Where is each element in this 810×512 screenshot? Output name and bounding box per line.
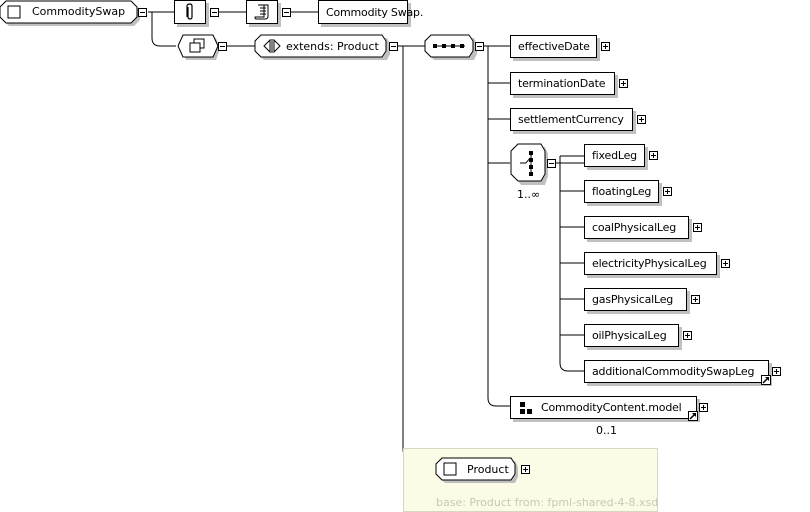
group-ref-commodity-content[interactable]: CommodityContent.model: [510, 396, 697, 419]
element-label: floatingLeg: [592, 185, 652, 198]
expand-toggle[interactable]: [721, 259, 730, 268]
expand-toggle[interactable]: [699, 403, 708, 412]
base-type-info: base: Product from: fpml-shared-4-8.xsd: [436, 496, 659, 509]
expand-toggle[interactable]: [521, 465, 530, 474]
base-type-node[interactable]: [435, 457, 518, 484]
expand-toggle[interactable]: [693, 223, 702, 232]
scroll-icon: [254, 4, 269, 20]
expand-toggle[interactable]: [683, 331, 692, 340]
collapse-toggle[interactable]: [218, 42, 227, 51]
collapse-toggle[interactable]: [547, 159, 556, 168]
element-termination-date[interactable]: terminationDate: [510, 72, 615, 95]
element-gas-physical-leg[interactable]: gasPhysicalLeg: [584, 288, 687, 311]
root-element-label: CommoditySwap: [32, 5, 126, 18]
element-floating-leg[interactable]: floatingLeg: [584, 180, 659, 203]
complex-type-icon: [189, 38, 205, 53]
choice-occurrence: 1..∞: [517, 188, 541, 201]
element-label: effectiveDate: [518, 40, 590, 53]
element-electricity-physical-leg[interactable]: electricityPhysicalLeg: [584, 252, 717, 275]
element-label: fixedLeg: [592, 149, 637, 162]
collapse-toggle[interactable]: [210, 8, 219, 17]
expand-toggle[interactable]: [772, 367, 781, 376]
element-oil-physical-leg[interactable]: oilPhysicalLeg: [584, 324, 679, 347]
collapse-toggle[interactable]: [475, 42, 484, 51]
choice-compositor[interactable]: [510, 143, 548, 186]
element-settlement-currency[interactable]: settlementCurrency: [510, 108, 633, 131]
collapse-toggle[interactable]: [389, 42, 398, 51]
element-label: coalPhysicalLeg: [592, 221, 677, 234]
documentation-text: Commodity Swap.: [326, 5, 424, 19]
root-element-node[interactable]: [0, 0, 140, 27]
group-ref-occurrence: 0..1: [596, 424, 617, 437]
annotation-node[interactable]: [174, 0, 206, 24]
element-label: oilPhysicalLeg: [592, 329, 667, 342]
expand-toggle[interactable]: [601, 42, 610, 51]
reference-arrow-icon: [761, 375, 771, 385]
element-fixed-leg[interactable]: fixedLeg: [584, 144, 645, 167]
sequence-icon: [433, 44, 465, 48]
expand-toggle[interactable]: [619, 79, 628, 88]
element-label: additionalCommoditySwapLeg: [592, 365, 755, 378]
paperclip-icon: [186, 3, 193, 20]
extension-arrows-icon: [263, 38, 281, 54]
group-icon: [520, 401, 532, 414]
documentation-node[interactable]: [246, 0, 278, 24]
element-label: CommodityContent.model: [541, 401, 682, 414]
element-coal-physical-leg[interactable]: coalPhysicalLeg: [584, 216, 689, 239]
element-label: settlementCurrency: [518, 113, 624, 126]
reference-arrow-icon: [688, 411, 698, 421]
choice-icon: [520, 151, 533, 176]
expand-toggle[interactable]: [637, 115, 646, 124]
extension-label: extends: Product: [286, 40, 379, 53]
base-type-label: Product: [467, 463, 509, 476]
collapse-toggle[interactable]: [282, 8, 291, 17]
element-label: terminationDate: [518, 77, 606, 90]
element-label: gasPhysicalLeg: [592, 293, 674, 306]
extension-node[interactable]: [254, 34, 390, 61]
documentation-text-box: Commodity Swap.: [318, 0, 423, 24]
expand-toggle[interactable]: [649, 151, 658, 160]
element-additional-commodity-swap-leg[interactable]: additionalCommoditySwapLeg: [584, 360, 769, 383]
sequence-compositor[interactable]: [424, 34, 477, 61]
expand-toggle[interactable]: [691, 295, 700, 304]
element-effective-date[interactable]: effectiveDate: [510, 35, 597, 58]
complex-type-node[interactable]: [174, 34, 220, 61]
element-label: electricityPhysicalLeg: [592, 257, 707, 270]
collapse-toggle[interactable]: [138, 8, 147, 17]
expand-toggle[interactable]: [663, 187, 672, 196]
